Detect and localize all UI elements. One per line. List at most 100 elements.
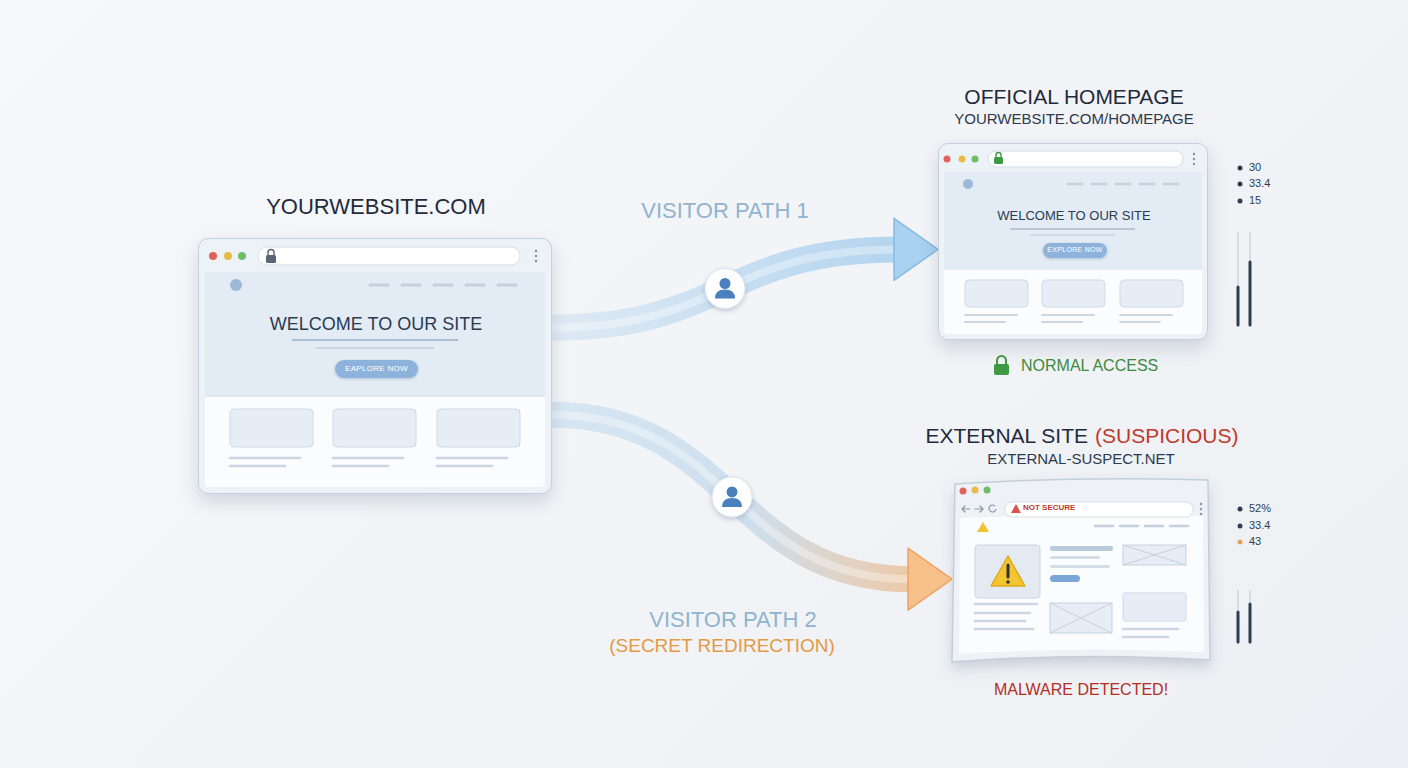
menu-dot (1193, 153, 1195, 155)
path-band (552, 249, 898, 327)
visitor-icon (722, 498, 742, 507)
insecure-icon (1011, 504, 1021, 513)
connector-arrow (552, 415, 952, 611)
lock-icon (266, 255, 276, 263)
divider (205, 396, 545, 397)
logo-dot (963, 179, 973, 189)
window-frame (952, 479, 1210, 662)
visitor-icon (727, 486, 738, 497)
path-sheen (552, 415, 912, 580)
content-card (230, 409, 313, 447)
hero-heading: WELCOME TO OUR SITE (939, 208, 1209, 224)
warning-icon (991, 556, 1025, 586)
stat-bar (1237, 612, 1240, 642)
stat-bar (1237, 590, 1239, 642)
content-card (1123, 593, 1186, 621)
menu-dot (535, 250, 538, 253)
security-badge: NOT SECURE (1023, 503, 1113, 513)
page-title: EXTERNAL SITE (872, 423, 1088, 448)
path-sheen (552, 249, 898, 327)
stat-bar (1249, 232, 1251, 325)
alert-text: MALWARE DETECTED! (932, 680, 1230, 699)
content-card (1042, 280, 1105, 307)
warped-outline (952, 479, 1210, 662)
page-body (205, 272, 545, 487)
window-dot (972, 156, 979, 163)
stat-dot (1238, 540, 1243, 545)
window-dot (984, 487, 991, 494)
stat-value: 43 (1249, 535, 1261, 548)
menu-dot (1193, 158, 1195, 160)
address-bar (1005, 502, 1193, 517)
menu-dot (535, 260, 538, 263)
text-line (975, 604, 1178, 637)
visitor-icon (705, 268, 745, 308)
window-dot (959, 156, 966, 163)
text-line (1010, 228, 1135, 230)
cta-button: EXPLORE NOW (1043, 243, 1107, 258)
nav-links (1068, 183, 1178, 186)
content-card (333, 409, 416, 447)
status-lock (997, 356, 1006, 364)
path-band (552, 415, 912, 580)
connector-arrow (552, 218, 938, 327)
status-lock (994, 364, 1009, 375)
stat-bar (1249, 262, 1252, 325)
window-dot (944, 156, 951, 163)
menu-dot (1200, 513, 1202, 515)
stat-dot (1238, 166, 1243, 171)
visitor-icon (712, 477, 752, 517)
lock-icon (994, 157, 1003, 164)
browser-window: YOURWEBSITE.COMWELCOME TO OUR SITEEAPLOR… (198, 238, 552, 494)
text-line (230, 458, 507, 466)
url-text: EXTERNAL-SUSPECT.NET (922, 450, 1240, 468)
stat-bar (1249, 590, 1251, 642)
url-text: YOURWEBSITE.COM/HOMEPAGE (879, 110, 1269, 128)
visitor-icon (705, 268, 745, 308)
text-line (1050, 565, 1110, 568)
stat-value: 15 (1249, 194, 1261, 207)
warning-tag: (SUSPICIOUS) (1095, 423, 1265, 448)
window-dot (224, 252, 232, 260)
lock-icon (268, 250, 274, 255)
arrow-head (908, 548, 952, 610)
window-dot (238, 252, 246, 260)
nav-links (370, 284, 516, 287)
text-line (292, 339, 458, 341)
text-line (1050, 546, 1113, 551)
image-placeholder (1050, 603, 1112, 633)
visitor-icon (712, 477, 752, 517)
warped-outline (952, 478, 1210, 662)
menu-dot (1193, 163, 1195, 165)
warning-icon (1007, 565, 1010, 577)
visitor-icon (715, 289, 735, 298)
text-line (316, 347, 434, 349)
stat-dot (1238, 524, 1243, 529)
button-label: EXPLORE NOW (1043, 243, 1107, 258)
text-line (965, 315, 1172, 322)
stat-bar (1249, 604, 1252, 642)
stat-value: 33.4 (1249, 519, 1270, 532)
status-text: NORMAL ACCESS (1021, 356, 1221, 375)
logo-dot (230, 279, 242, 291)
visitor-icon (720, 278, 731, 289)
nav-arrows (962, 506, 983, 512)
text-line (1030, 234, 1115, 236)
small-button (1050, 575, 1080, 582)
stat-dot (1238, 199, 1243, 204)
suspicious-browser-window: EXTERNAL SITE(SUSPICIOUS)EXTERNAL-SUSPEC… (952, 478, 1210, 662)
window-frame (938, 143, 1208, 340)
image-placeholder (1123, 545, 1186, 565)
stat-value: 33.4 (1249, 177, 1270, 190)
page-body (959, 515, 1204, 654)
content-card (1120, 280, 1183, 307)
warning-icon (1006, 580, 1010, 584)
image-placeholder (1123, 545, 1186, 565)
window-dot (960, 488, 967, 495)
reload-icon (989, 505, 996, 512)
stat-bar (1237, 287, 1240, 325)
address-bar (988, 151, 1183, 167)
arrow-head (894, 218, 938, 280)
content-card (965, 280, 1028, 307)
